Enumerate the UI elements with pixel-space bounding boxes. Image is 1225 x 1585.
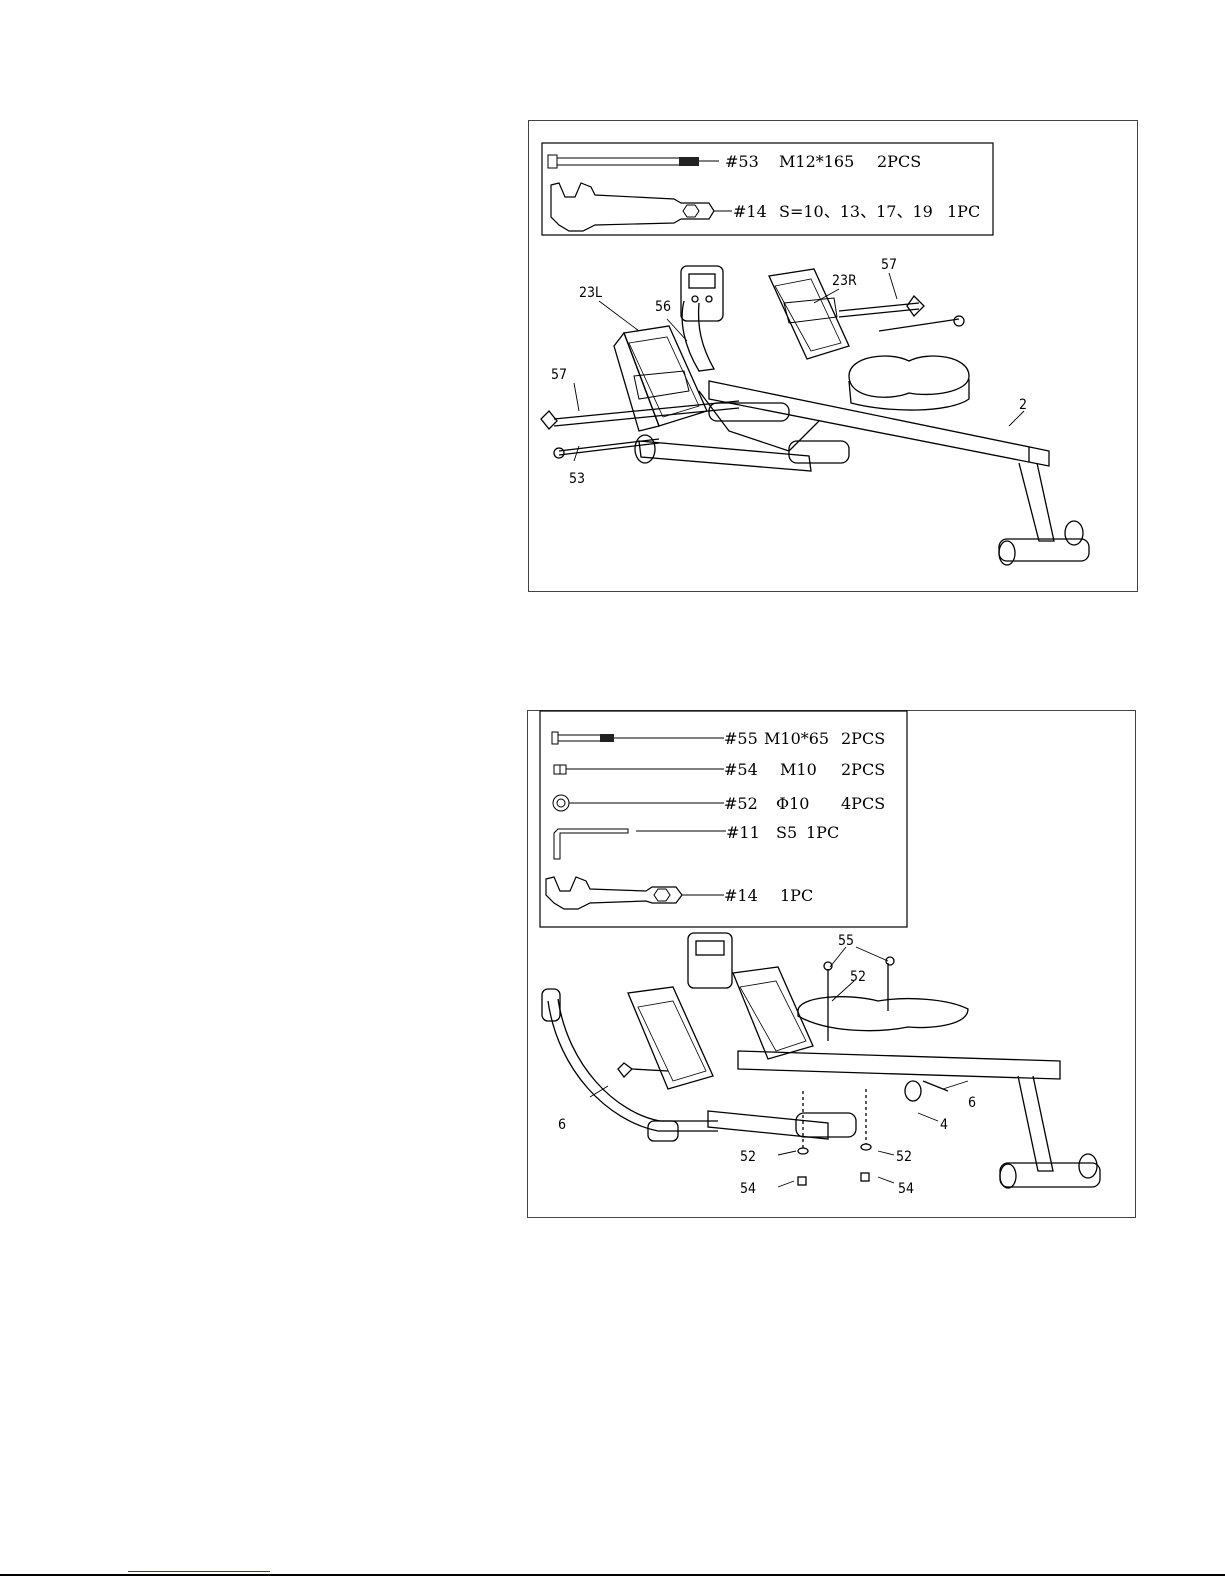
label-57-left: 57 [551, 367, 567, 383]
hw-14-qty: 1PC [780, 886, 813, 905]
hw-14-desc: S=10、13、17、19 [779, 202, 933, 221]
bolt-55-icon [552, 732, 724, 744]
label-23L: 23L [579, 285, 602, 301]
hw-14-qty: 1PC [947, 202, 980, 221]
label-57-right: 57 [881, 257, 897, 273]
label-54-right: 54 [898, 1181, 914, 1197]
hw-54-qty: 2PCS [841, 760, 885, 779]
assembly-step-1-drawing: #53 M12*165 2PCS #14 S=10、13、17、19 1PC [529, 121, 1137, 591]
wrench-14-icon [551, 183, 732, 231]
allen-key-11-icon [554, 829, 726, 859]
hw-52-qty: 4PCS [841, 794, 885, 813]
label-54-left: 54 [740, 1181, 756, 1197]
label-2: 2 [1019, 397, 1027, 413]
label-53: 53 [569, 471, 585, 487]
hw-53-qty: 2PCS [877, 152, 921, 171]
footer-rule [0, 1574, 1225, 1576]
label-52-top: 52 [850, 969, 866, 985]
hw-55-qty: 2PCS [841, 729, 885, 748]
label-56: 56 [655, 299, 671, 315]
hw-11-desc: S5 [776, 823, 797, 842]
hw-53-desc: M12*165 [779, 152, 854, 171]
label-23R: 23R [832, 273, 857, 289]
footer-link-line [128, 1571, 270, 1572]
hw-54-desc: M10 [780, 760, 817, 779]
label-6-right: 6 [968, 1095, 976, 1111]
hw-53-code: #53 [725, 152, 759, 171]
nut-54-icon [554, 765, 724, 774]
label-6-handle: 6 [558, 1117, 566, 1133]
hw-52-desc: Φ10 [776, 794, 809, 813]
hw-55-desc: M10*65 [764, 729, 829, 748]
label-52-right: 52 [896, 1149, 912, 1165]
hw-52-code: #52 [724, 794, 758, 813]
hw-54-code: #54 [724, 760, 758, 779]
hw-11-code: #11 [726, 823, 760, 842]
label-52-left: 52 [740, 1149, 756, 1165]
hw-14-code: #14 [733, 202, 767, 221]
hw-11-qty: 1PC [806, 823, 839, 842]
label-55: 55 [838, 933, 854, 949]
rower-frame-drawing [541, 266, 1089, 565]
assembly-step-2-panel: #55 M10*65 2PCS #54 M10 2PCS #52 Φ10 4PC… [527, 710, 1136, 1218]
hw-14-code: #14 [724, 886, 758, 905]
assembly-step-2-drawing: #55 M10*65 2PCS #54 M10 2PCS #52 Φ10 4PC… [528, 711, 1135, 1217]
washer-52-icon [553, 795, 724, 811]
rower-assembled-drawing [542, 933, 1100, 1188]
wrench-14-icon [546, 877, 724, 909]
hardware-list-box [542, 143, 993, 235]
label-4: 4 [940, 1117, 948, 1133]
bolt-53-icon [548, 155, 719, 168]
hw-55-code: #55 [724, 729, 758, 748]
assembly-step-1-panel: #53 M12*165 2PCS #14 S=10、13、17、19 1PC [528, 120, 1138, 592]
